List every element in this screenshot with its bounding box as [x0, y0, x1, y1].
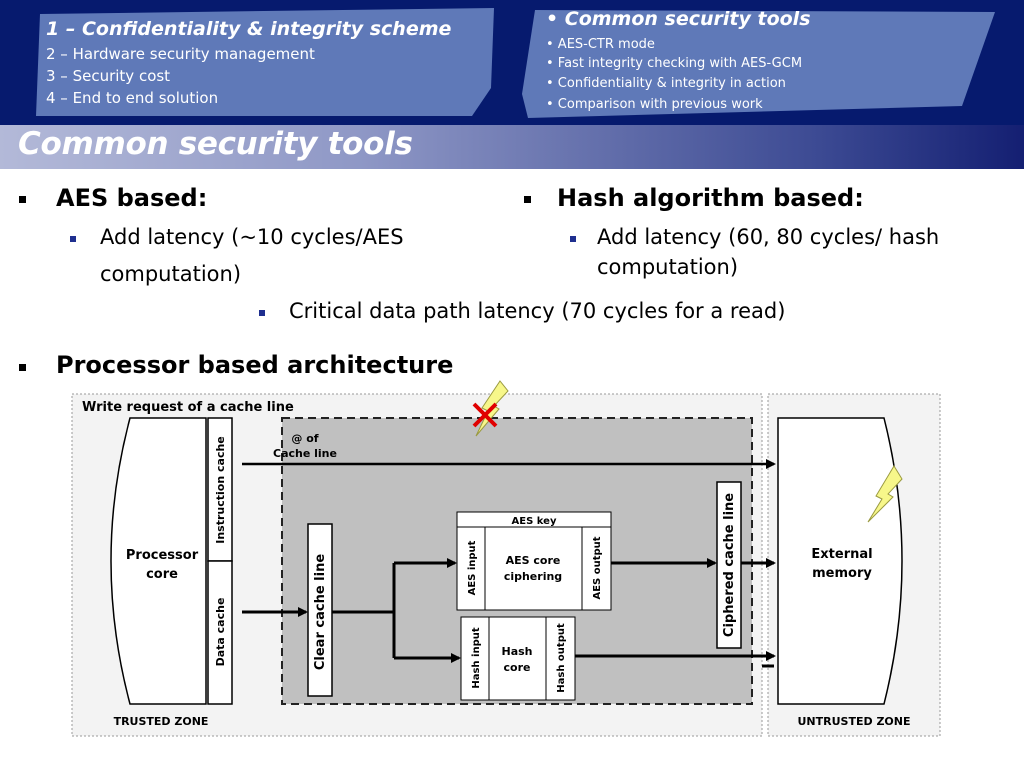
trusted-zone-label: TRUSTED ZONE	[114, 715, 209, 728]
hash-input-block	[460, 616, 490, 701]
agenda-item[interactable]: 3 – Security cost	[46, 67, 171, 85]
aes-core-label: ciphering	[504, 570, 562, 583]
bullet-square-icon	[259, 310, 265, 316]
hash-latency-text: computation)	[597, 255, 739, 279]
hash-heading: Hash algorithm based:	[557, 184, 864, 212]
clear-cache-line-block	[307, 523, 333, 697]
write-request-label: Write request of a cache line	[82, 400, 294, 415]
clear-cache-line-label: Clear cache line	[313, 554, 328, 670]
bullet-square-icon	[570, 236, 576, 242]
aes-input-label: AES input	[467, 540, 478, 595]
attack-lightning-icon	[867, 465, 903, 523]
agenda-item[interactable]: 2 – Hardware security management	[46, 45, 315, 63]
external-memory-label: memory	[812, 566, 872, 581]
hash-latency-text: Add latency (60, 80 cycles/ hash	[597, 225, 940, 249]
processor-heading: Processor based architecture	[56, 351, 454, 379]
bullet-square-icon	[19, 364, 26, 371]
hash-core-label: Hash	[501, 645, 532, 658]
agenda-sub-item[interactable]: • Confidentiality & integrity in action	[546, 76, 786, 91]
bullet-square-icon	[524, 196, 531, 203]
untrusted-zone-label: UNTRUSTED ZONE	[798, 715, 911, 728]
agenda-sub-item[interactable]: • AES-CTR mode	[546, 37, 655, 52]
page-title: Common security tools	[18, 126, 413, 162]
agenda-item-current[interactable]: 1 – Confidentiality & integrity scheme	[46, 18, 452, 40]
critical-path-text: Critical data path latency (70 cycles fo…	[289, 299, 786, 323]
aes-output-label: AES output	[592, 536, 603, 599]
external-memory-label: External	[811, 547, 872, 562]
agenda-left-panel	[36, 8, 494, 116]
agenda-sub-heading[interactable]: • Common security tools	[546, 8, 811, 30]
aes-latency-text: Add latency (~10 cycles/AES	[100, 225, 404, 249]
title-bar	[0, 125, 1024, 169]
ciphered-cache-line-label: Ciphered cache line	[722, 493, 737, 637]
external-memory-block	[777, 417, 903, 705]
hash-core-label: core	[504, 661, 531, 674]
agenda-right-panel	[522, 10, 995, 118]
aes-output-block	[581, 526, 612, 611]
data-cache-block	[207, 560, 233, 705]
address-label: @ of	[291, 432, 318, 445]
processor-core-block	[110, 417, 207, 705]
bullet-square-icon	[19, 196, 26, 203]
architecture-diagram: Write request of a cache line Processor …	[71, 380, 941, 737]
agenda-panels	[36, 8, 995, 118]
data-cache-label: Data cache	[214, 598, 227, 667]
processor-core-label: Processor	[126, 548, 199, 563]
aes-latency-text: computation)	[100, 262, 242, 286]
agenda-sub-item[interactable]: • Comparison with previous work	[546, 97, 763, 112]
aes-key-label: AES key	[512, 516, 557, 527]
hash-core-block	[488, 616, 547, 701]
processor-core-label: core	[146, 567, 178, 582]
hash-output-block	[545, 616, 576, 701]
blocked-attack-icon	[472, 402, 498, 428]
aes-input-block	[456, 526, 486, 611]
agenda-sub-item[interactable]: • Fast integrity checking with AES-GCM	[546, 56, 803, 71]
aes-heading: AES based:	[56, 184, 208, 212]
agenda-item[interactable]: 4 – End to end solution	[46, 89, 219, 107]
address-label: Cache line	[273, 447, 337, 460]
bullet-square-icon	[70, 236, 76, 242]
instruction-cache-label: Instruction cache	[214, 436, 227, 544]
hash-output-label: Hash output	[556, 623, 567, 693]
ciphered-cache-line-block	[716, 481, 742, 649]
hash-input-label: Hash input	[471, 627, 482, 688]
aes-core-block	[484, 526, 583, 611]
aes-core-label: AES core	[506, 554, 561, 567]
